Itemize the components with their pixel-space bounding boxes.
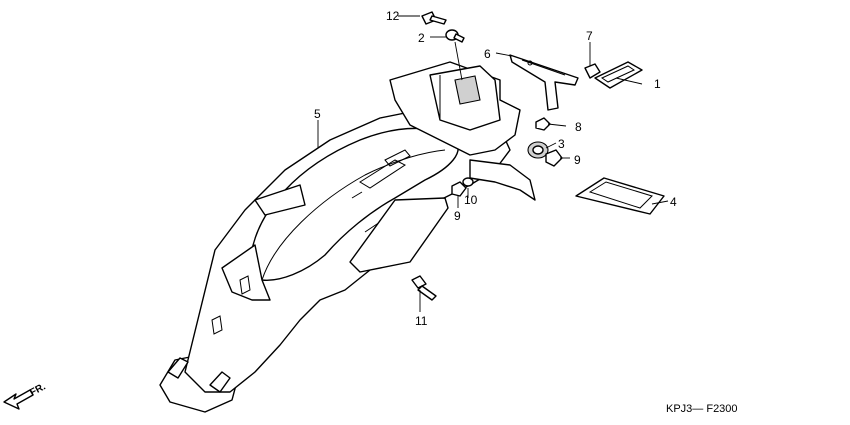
callout-labels: 12 2 6 7 1 5 8 3 9 9 10 4 11 <box>314 9 677 328</box>
callout-3: 3 <box>558 137 565 151</box>
washer-10 <box>462 177 474 187</box>
front-direction-marker: FR. <box>3 381 48 410</box>
license-bracket <box>509 54 579 111</box>
callout-2: 2 <box>418 31 425 45</box>
callout-7: 7 <box>586 29 593 43</box>
pad-4 <box>575 177 665 215</box>
front-arrow-icon <box>3 389 34 410</box>
grommet-3 <box>527 141 549 159</box>
bolt-12 <box>421 11 447 25</box>
callout-11: 11 <box>415 314 428 328</box>
front-label: FR. <box>28 381 48 398</box>
drawing-code: KPJ3— F2300 <box>666 403 738 415</box>
bolt-2 <box>445 29 465 43</box>
nut-8 <box>535 117 551 131</box>
callout-10: 10 <box>464 193 478 207</box>
rear-fender <box>159 61 536 413</box>
reflector <box>594 61 643 89</box>
callout-1: 1 <box>654 77 661 91</box>
callout-4: 4 <box>670 195 677 209</box>
callout-9-center: 9 <box>454 209 461 223</box>
callout-6: 6 <box>484 47 491 61</box>
callout-12: 12 <box>386 9 400 23</box>
nut-7 <box>584 63 601 79</box>
callout-8: 8 <box>575 120 582 134</box>
nut-9-right <box>545 149 563 167</box>
leader-lines <box>317 15 669 312</box>
nut-9-center <box>451 181 467 197</box>
callout-5: 5 <box>314 107 321 121</box>
callout-9-right: 9 <box>574 153 581 167</box>
bolt-11 <box>411 275 437 301</box>
